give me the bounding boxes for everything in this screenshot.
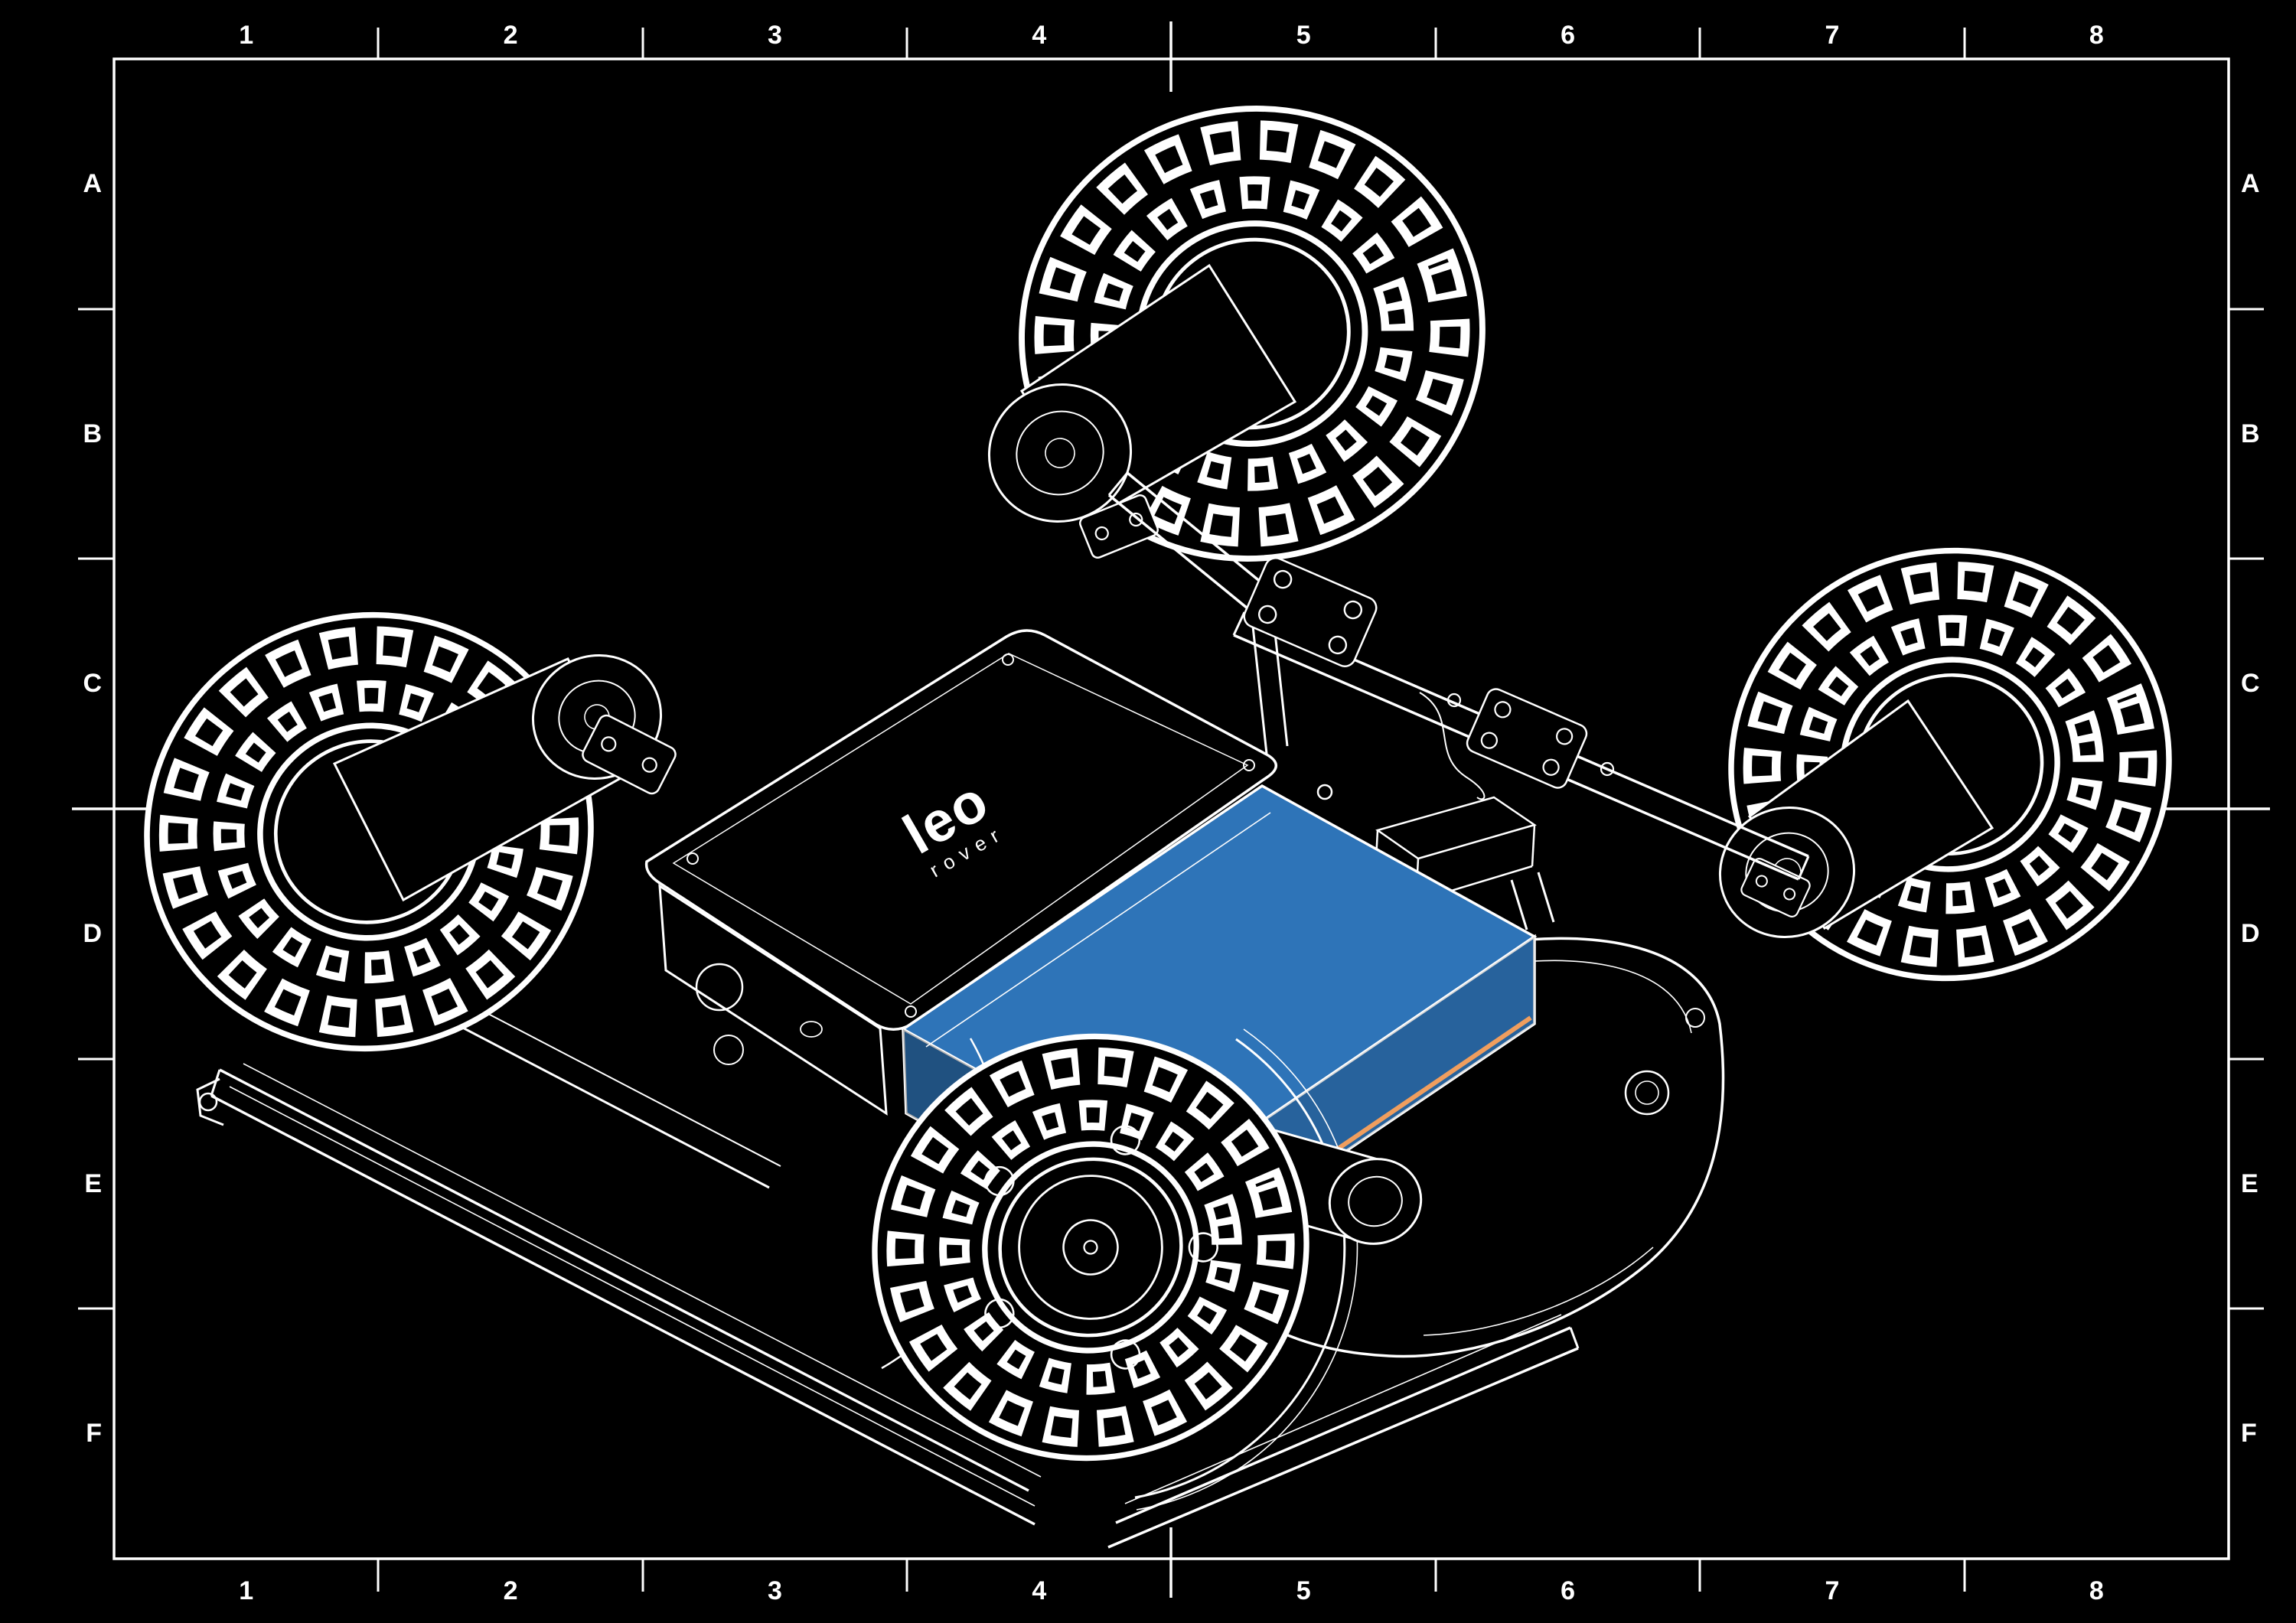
left-axle-bracket — [582, 714, 677, 795]
grid-row-label: F — [2241, 1419, 2257, 1449]
top-axle-bracket — [1079, 494, 1159, 559]
grid-col-label: 5 — [1296, 1576, 1311, 1605]
grid-row-label: C — [2241, 669, 2260, 699]
cable — [1419, 692, 1486, 800]
grid-row-label: E — [84, 1168, 102, 1198]
wheel-left-assembly — [86, 552, 677, 1111]
grid-col-label: 3 — [767, 21, 782, 50]
chassis-side-face — [658, 884, 888, 1116]
grid-col-label: 2 — [503, 1576, 518, 1605]
tow-hook — [196, 1077, 224, 1126]
right-axle-bracket — [1740, 858, 1811, 917]
cover-screw — [1002, 653, 1014, 666]
grid-col-label: 6 — [1561, 21, 1576, 50]
grid-col-label: 7 — [1825, 1576, 1840, 1605]
grid-col-label: 2 — [503, 21, 518, 50]
zone-ticks-top — [377, 21, 1966, 92]
body-port-circle — [1624, 1070, 1670, 1116]
grid-ruler-left: A B C D E F — [0, 59, 114, 1559]
grid-col-label: 6 — [1561, 1576, 1576, 1605]
hull-skid — [1107, 1314, 1580, 1549]
grid-row-label: A — [83, 168, 102, 198]
cover-screw — [687, 852, 699, 865]
wheel-bottom-assembly — [815, 976, 1423, 1518]
grid-row-label: D — [2241, 918, 2260, 948]
zone-ticks-bottom — [377, 1527, 1966, 1598]
cover-screw — [905, 1005, 917, 1018]
grid-ruler-top: 1 2 3 4 5 6 7 8 — [114, 0, 2229, 55]
grid-col-label: 4 — [1032, 1576, 1047, 1605]
cover-screw — [1243, 759, 1255, 771]
grid-row-label: C — [83, 669, 102, 699]
grid-col-label: 3 — [767, 1576, 782, 1605]
grid-row-label: F — [86, 1419, 102, 1449]
grid-col-label: 1 — [239, 1576, 254, 1605]
top-cover: leo rover — [644, 629, 1277, 1031]
grid-row-label: B — [83, 419, 102, 448]
grid-ruler-bottom: 1 2 3 4 5 6 7 8 — [114, 1559, 2229, 1623]
bottom-wheel-rim-face — [984, 1125, 1218, 1370]
rocker-mount-plate-a — [1243, 557, 1378, 667]
grid-ruler-right: A B C D E F — [2229, 59, 2296, 1559]
grid-col-label: 8 — [2089, 1576, 2104, 1605]
grid-col-label: 1 — [239, 21, 254, 50]
drawing-border-group — [72, 21, 2270, 1598]
grid-col-label: 8 — [2089, 21, 2104, 50]
grid-row-label: D — [83, 918, 102, 948]
grid-row-label: B — [2241, 419, 2260, 448]
top-wheel-axle — [987, 263, 1297, 523]
grid-col-label: 7 — [1825, 21, 1840, 50]
wheel-top-assembly — [958, 44, 1546, 623]
grid-row-label: A — [2241, 168, 2260, 198]
grid-col-label: 4 — [1032, 21, 1047, 50]
grid-col-label: 5 — [1296, 21, 1311, 50]
grid-row-label: E — [2241, 1168, 2258, 1198]
zone-ticks-right — [2166, 308, 2270, 1310]
rocker-mount-plate-b — [1466, 688, 1588, 789]
wheel-right-assembly — [1671, 489, 2229, 1040]
